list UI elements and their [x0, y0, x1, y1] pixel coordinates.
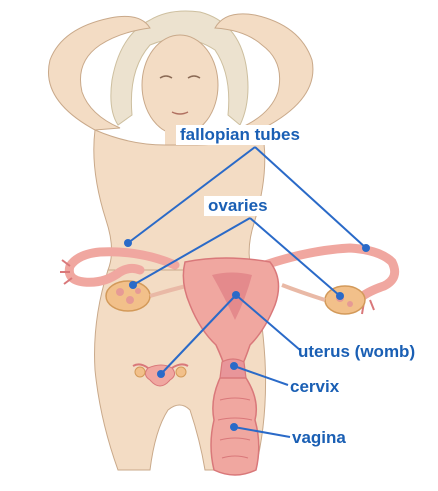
label-uterus: uterus (womb)	[298, 342, 415, 362]
ovary-left-follicle	[135, 288, 141, 294]
leader-fallopian-right	[255, 147, 366, 248]
label-cervix: cervix	[290, 377, 339, 397]
label-vagina: vagina	[292, 428, 346, 448]
dot-ovary-left	[129, 281, 137, 289]
dot-uterus	[232, 291, 240, 299]
ligament-right	[282, 285, 325, 300]
inset-ovary-left	[135, 367, 145, 377]
label-fallopian-tubes: fallopian tubes	[176, 125, 304, 145]
label-ovaries: ovaries	[204, 196, 272, 216]
ovary-left-follicle	[126, 296, 134, 304]
ovary-left	[106, 281, 150, 311]
ovary-right-follicle	[347, 301, 353, 307]
ovary-right	[325, 286, 365, 314]
dot-fallopian-left	[124, 239, 132, 247]
dot-uterus-inset	[157, 370, 165, 378]
face	[142, 35, 218, 135]
dot-vagina	[230, 423, 238, 431]
inset-ovary-right	[176, 367, 186, 377]
ovary-left-follicle	[116, 288, 124, 296]
dot-cervix	[230, 362, 238, 370]
dot-fallopian-right	[362, 244, 370, 252]
dot-ovary-right	[336, 292, 344, 300]
